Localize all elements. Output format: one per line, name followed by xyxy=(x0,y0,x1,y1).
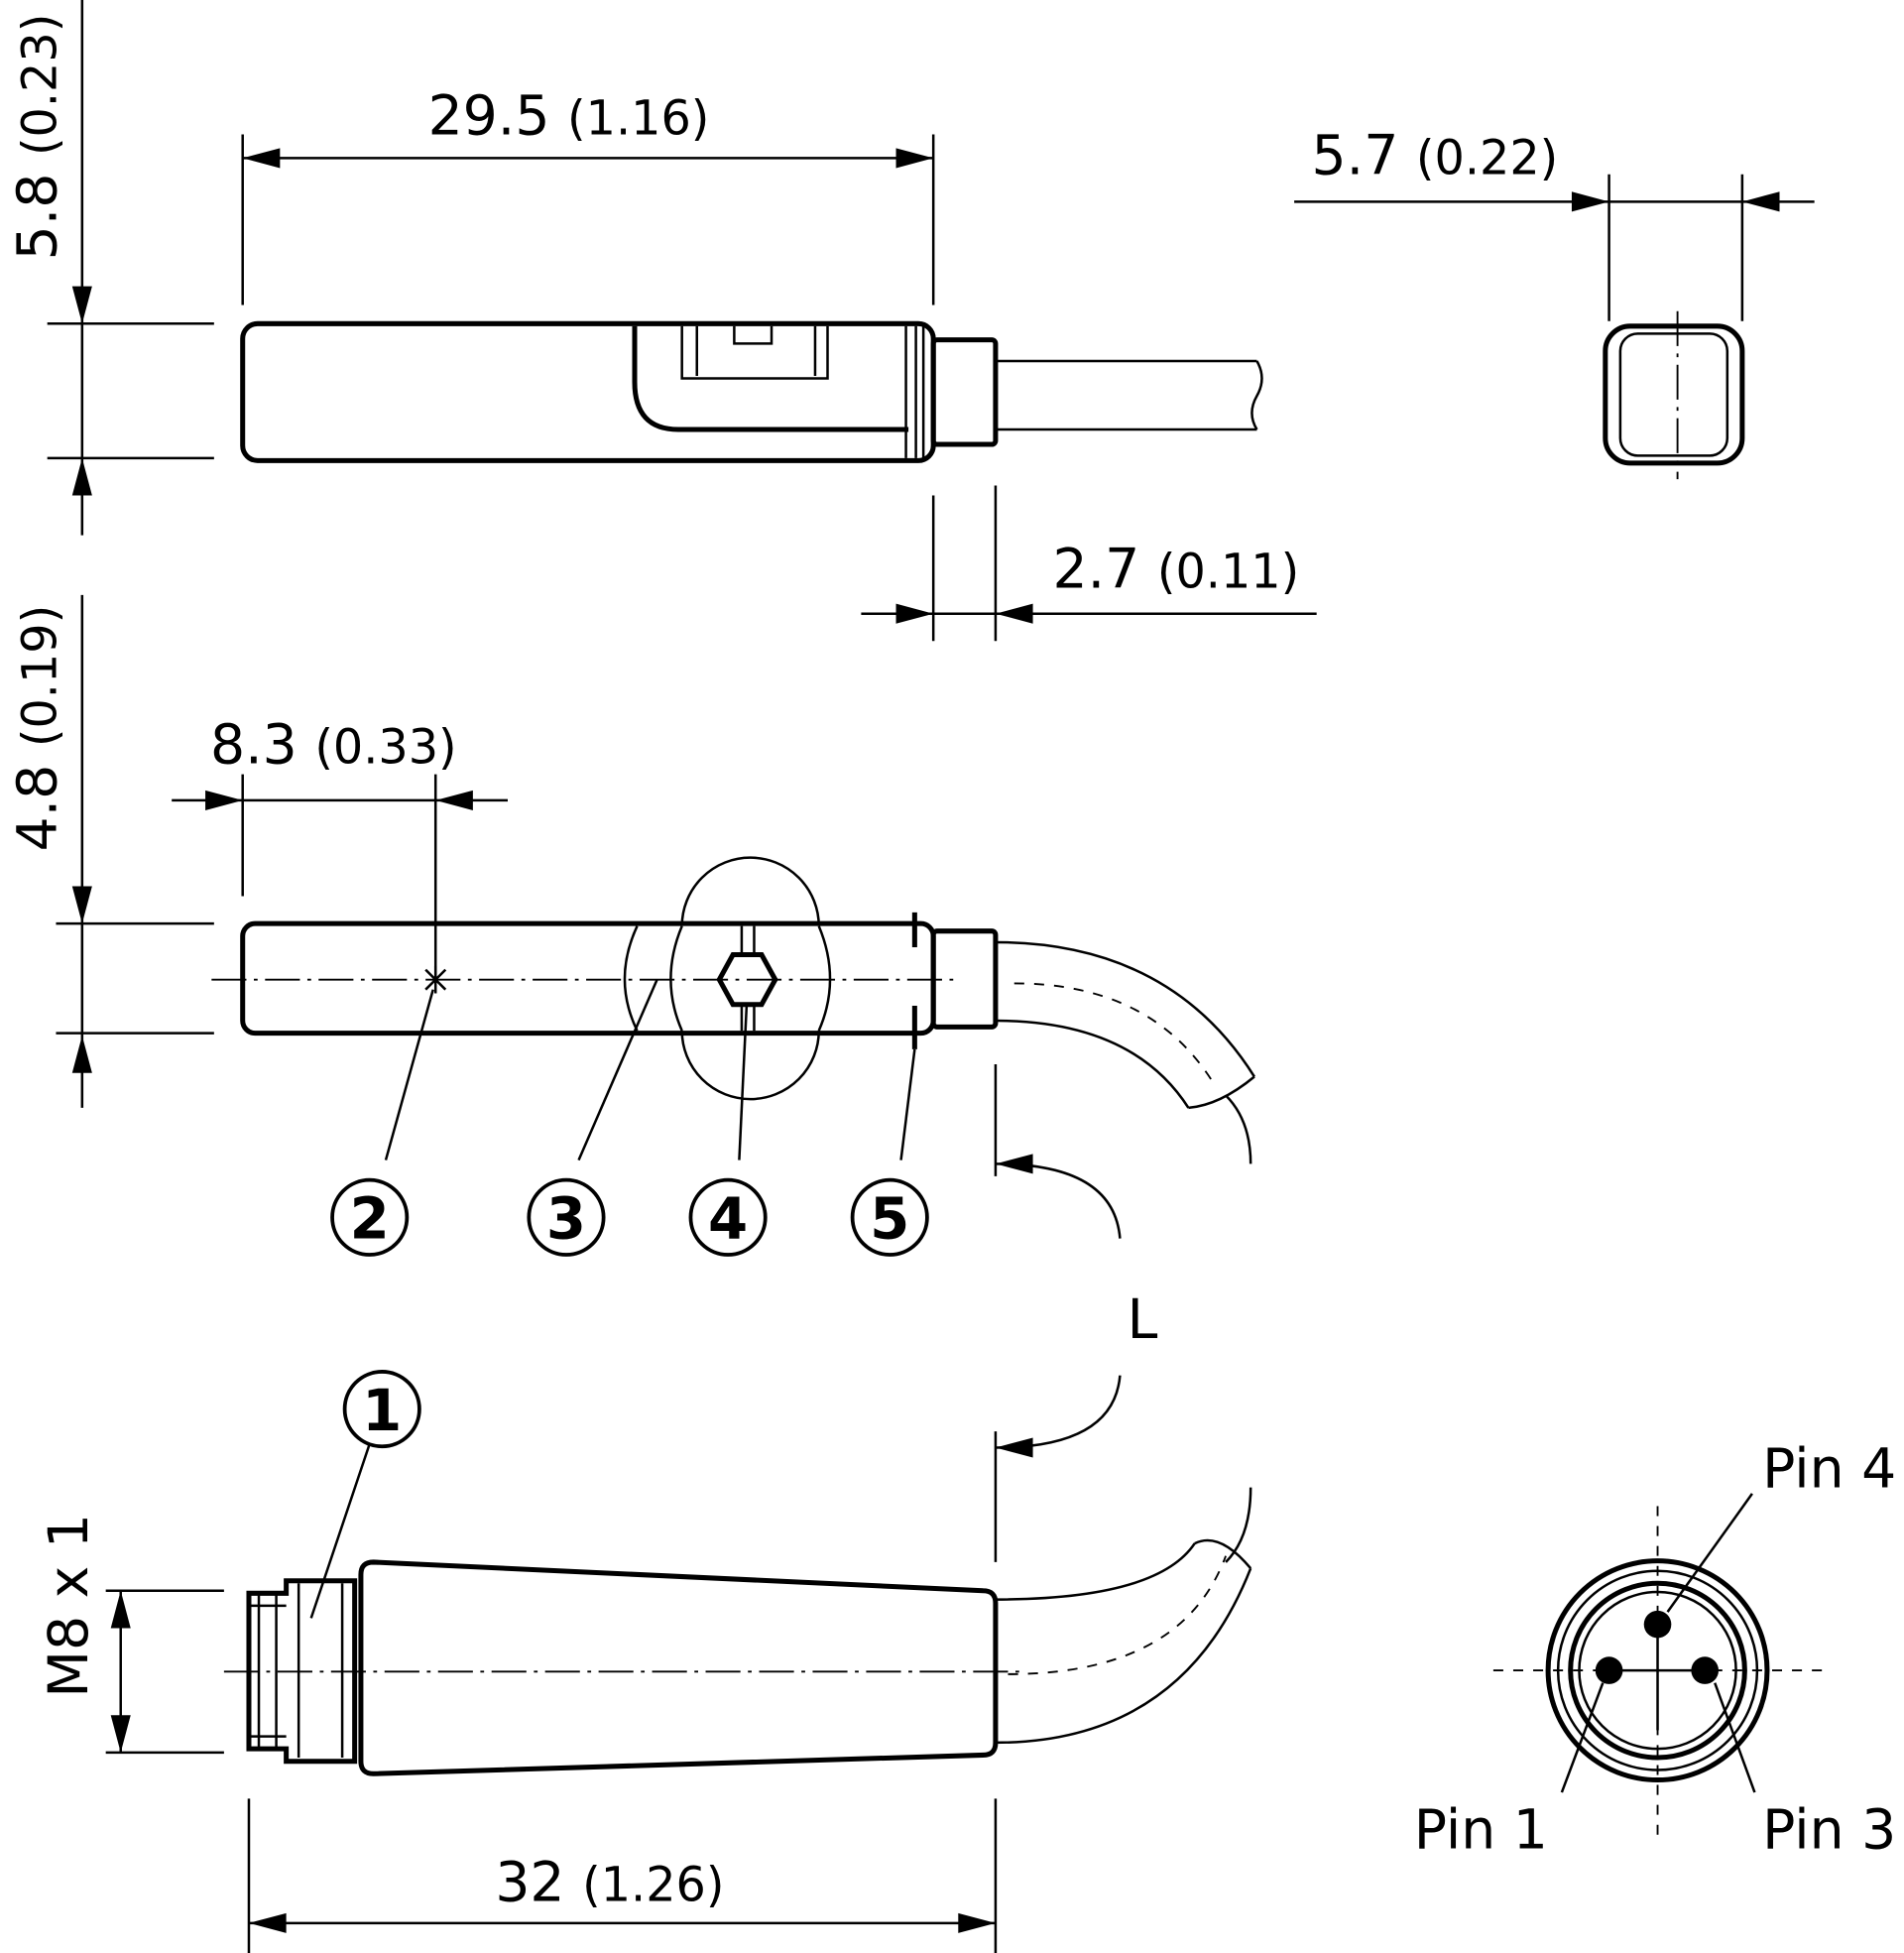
dim-thread: M8 x 1 xyxy=(38,1514,101,1698)
pin-3-label: Pin 3 xyxy=(1762,1799,1896,1863)
svg-text:1: 1 xyxy=(362,1377,402,1444)
side-view: 4.8 (0.19) 8.3 (0.33) 2 3 4 5 L xyxy=(6,594,1256,1562)
pin-4-label: Pin 4 xyxy=(1762,1438,1896,1502)
dim-4-8: 4.8 (0.19) xyxy=(6,605,69,852)
dim-2-7: 2.7 (0.11) xyxy=(1053,538,1300,601)
svg-text:5: 5 xyxy=(870,1185,909,1253)
dim-29-5: 29.5 (1.16) xyxy=(428,85,710,149)
dim-L: L xyxy=(1128,1288,1158,1352)
dim-5-8: 5.8 (0.23) xyxy=(6,14,69,261)
svg-text:3: 3 xyxy=(546,1185,586,1253)
callout-1: 1 xyxy=(342,1370,421,1449)
svg-text:2: 2 xyxy=(350,1185,390,1253)
pin-4 xyxy=(1643,1610,1672,1639)
pin-1-label: Pin 1 xyxy=(1414,1799,1548,1863)
pin-3 xyxy=(1691,1656,1720,1684)
svg-text:4: 4 xyxy=(708,1185,748,1253)
pin-1 xyxy=(1595,1656,1623,1684)
dim-5-7: 5.7 (0.22) xyxy=(1312,125,1559,188)
dim-8-3: 8.3 (0.33) xyxy=(210,713,457,777)
top-view: 29.5 (1.16) 5.8 (0.23) 2.7 (0.11) 5.7 (0… xyxy=(6,0,1815,642)
callout-3: 3 xyxy=(527,1177,606,1257)
callout-4: 4 xyxy=(688,1177,768,1257)
dim-32: 32 (1.26) xyxy=(495,1851,724,1914)
connector-view: M8 x 1 1 32 (1.26) Pin 4 Pin 1 Pin 3 xyxy=(38,1370,1896,1953)
callout-2: 2 xyxy=(330,1177,410,1257)
callout-5: 5 xyxy=(850,1177,929,1257)
